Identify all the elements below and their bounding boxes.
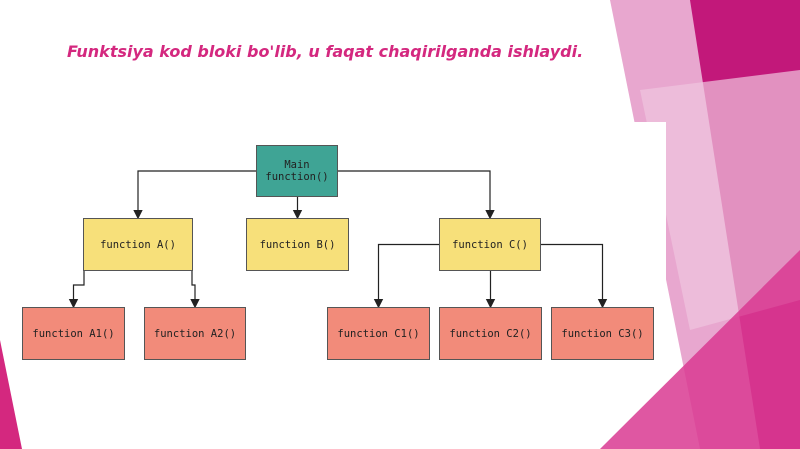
node-function-c3: function C3() xyxy=(551,307,654,360)
node-function-a: function A() xyxy=(83,218,193,271)
edge-main-c xyxy=(338,170,495,220)
node-function-c2: function C2() xyxy=(439,307,542,360)
slide-title: Funktsiya kod bloki bo'lib, u faqat chaq… xyxy=(67,42,584,61)
node-function-c1: function C1() xyxy=(327,307,430,360)
edge-main-a xyxy=(133,170,256,220)
edge-c-c1 xyxy=(373,243,439,309)
node-main-function: Main function() xyxy=(256,145,338,197)
edge-c-c3 xyxy=(541,243,608,309)
edge-a-a2 xyxy=(190,271,200,309)
edge-a-a1 xyxy=(68,271,85,309)
node-function-c: function C() xyxy=(439,218,541,271)
node-function-a2: function A2() xyxy=(144,307,246,360)
node-function-a1: function A1() xyxy=(22,307,125,360)
node-function-b: function B() xyxy=(246,218,349,271)
